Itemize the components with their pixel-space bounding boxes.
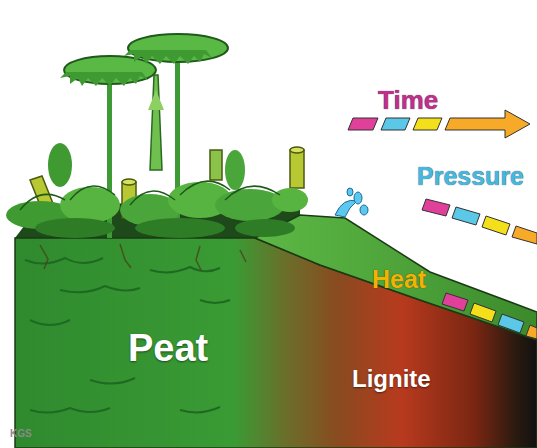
slope-surface [255, 215, 537, 340]
heat-label: Heat [372, 266, 426, 294]
peat-label: Peat [128, 328, 208, 370]
pressure-label: Pressure [417, 163, 524, 191]
peat-roots [40, 244, 246, 270]
water-splash [335, 188, 368, 217]
fern-fronds [20, 181, 280, 210]
heat-arrow [442, 293, 537, 339]
pressure-arrow [422, 199, 537, 244]
ferns [6, 143, 308, 238]
time-label: Time [378, 86, 438, 115]
coal-layer-face [15, 238, 537, 448]
peat-texture [25, 258, 230, 413]
lignite-label: Lignite [352, 366, 431, 392]
time-arrow [348, 110, 530, 138]
watermark: KGS [10, 428, 32, 439]
